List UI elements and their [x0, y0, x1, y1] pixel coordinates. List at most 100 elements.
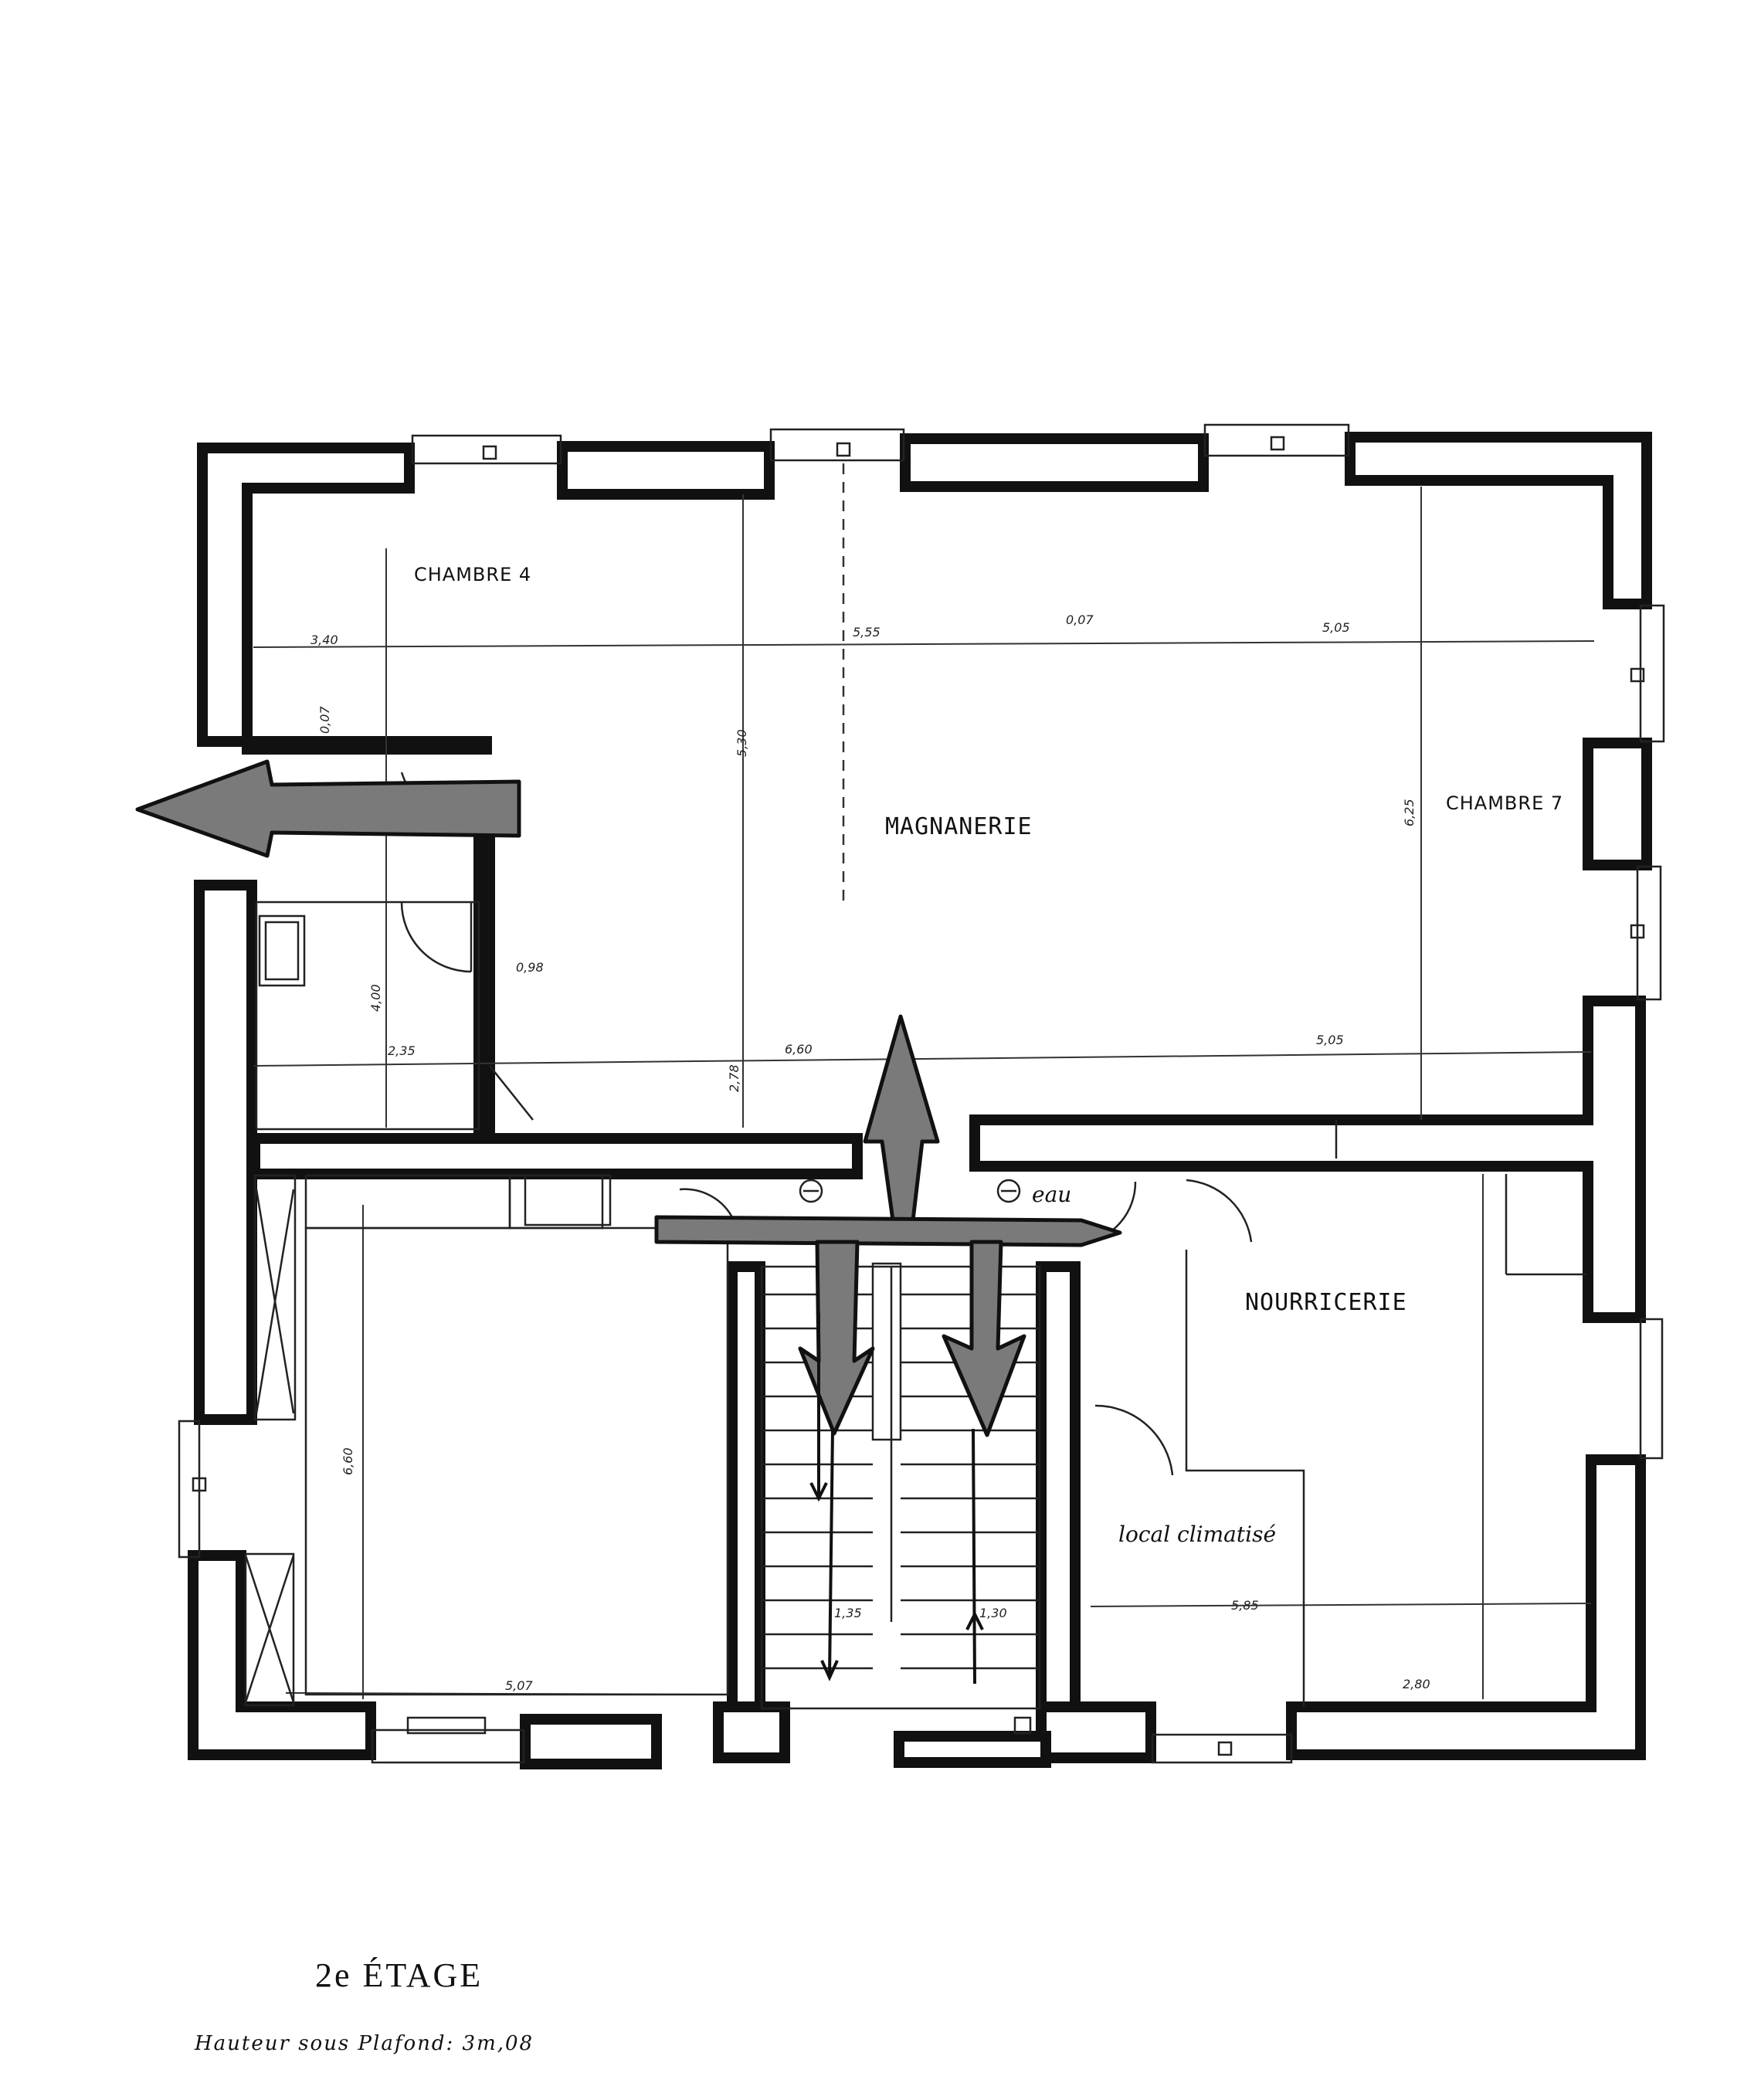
wall-stair-left	[727, 1261, 765, 1745]
wall-central-horizontal	[249, 1133, 863, 1179]
dimension-labels: 3,40 5,55 0,07 5,05 0,07 5,30 6,25 0,98 …	[310, 612, 1430, 1693]
walls	[188, 432, 1652, 1769]
room-labels: CHAMBRE 4 MAGNANERIE CHAMBRE 7 NOURRICER…	[414, 564, 1563, 1547]
partition-diagonal	[489, 1065, 534, 1121]
wall-stair-bottom-right	[1036, 1701, 1156, 1763]
window-left-1	[178, 1420, 201, 1559]
window-top-3	[1203, 423, 1350, 457]
wall-bottom-left-corner	[188, 1550, 376, 1760]
window-top-2	[769, 428, 905, 462]
stair-run-arrowhead-left	[820, 1660, 839, 1681]
dimension-label: 1,30	[979, 1606, 1007, 1620]
local-door-arc	[1094, 1404, 1174, 1476]
wall-partition-vertical	[473, 829, 495, 1136]
dimension-label: 5,55	[853, 625, 880, 639]
arrow-distribution-horizontal	[654, 1215, 1122, 1247]
window-marker	[482, 445, 497, 460]
window-marker	[1217, 1741, 1233, 1756]
stair-well	[871, 1262, 902, 1441]
exit-arrow-left	[135, 759, 521, 858]
wall-bottom-right-corner	[1286, 1454, 1646, 1760]
closet-left-upper-cross	[255, 1189, 295, 1414]
ceiling-height-note: Hauteur sous Plafond: 3m,08	[194, 2032, 534, 2055]
dimension-line-middle	[253, 1051, 1592, 1067]
lower-left-room-outline	[304, 1226, 729, 1696]
room-label-chambre-4: CHAMBRE 4	[414, 564, 531, 585]
dimension-label: 5,05	[1316, 1033, 1344, 1047]
wall-top-right-corner	[1345, 432, 1652, 609]
windows	[178, 423, 1665, 1764]
lower-left-fixture-box-2	[524, 1174, 612, 1226]
label-eau: eau	[1032, 1182, 1071, 1207]
wall-right-segment-1	[1583, 738, 1652, 870]
dimension-label: 3,40	[310, 633, 338, 647]
dimension-label: 2,80	[1403, 1677, 1430, 1691]
window-marker	[1270, 436, 1285, 451]
sink-fixture	[258, 914, 306, 987]
dimension-label: 5,30	[735, 729, 749, 757]
room-label-nourricerie: NOURRICERIE	[1245, 1289, 1407, 1316]
window-marker	[1630, 924, 1645, 939]
nourricerie-partition	[1185, 1250, 1305, 1707]
circulation-arrows	[135, 759, 1122, 1684]
water-tap-icon	[996, 1179, 1021, 1203]
lower-left-fixture-box	[508, 1174, 604, 1230]
dimension-label: 0,07	[1066, 612, 1094, 627]
wall-top-segment-2	[900, 433, 1209, 492]
arrow-down-stair-right	[942, 1240, 1026, 1437]
wall-partition-left-stub	[242, 736, 492, 755]
wall-left-upper	[194, 880, 257, 1425]
arrow-up-to-magnanerie	[863, 1014, 940, 1223]
wall-right-middle-junction	[969, 996, 1646, 1323]
lower-left-fixture-top	[304, 1174, 511, 1230]
wall-bottom-segment-1	[520, 1714, 662, 1769]
wall-top-segment-1	[557, 441, 775, 500]
dimension-label: 0,07	[317, 706, 332, 734]
window-right-2	[1636, 865, 1662, 1001]
closet-left-upper	[253, 1174, 297, 1421]
window-right-1	[1639, 604, 1665, 743]
wall-top-left-corner	[197, 443, 415, 747]
dimension-label: 6,60	[341, 1447, 355, 1475]
dimension-label: 1,35	[834, 1606, 862, 1620]
dimension-label: 4,00	[368, 984, 383, 1012]
window-marker	[836, 442, 851, 457]
dimension-label: 2,78	[727, 1064, 741, 1092]
window-marker	[192, 1477, 207, 1492]
window-bottom-1	[371, 1729, 525, 1764]
closet-left-lower-cross	[244, 1555, 295, 1703]
dimension-label: 5,05	[1322, 620, 1350, 635]
wall-bottom-segment-2	[894, 1731, 1051, 1768]
stair-run-line-left	[828, 1428, 834, 1677]
caption: 2e ÉTAGE Hauteur sous Plafond: 3m,08	[194, 1956, 534, 2055]
wall-stair-bottom-left	[713, 1701, 790, 1763]
left-small-room	[255, 901, 480, 1131]
wall-stair-right	[1036, 1261, 1081, 1720]
room-label-local-climatise: local climatisé	[1118, 1522, 1276, 1547]
room-label-chambre-7: CHAMBRE 7	[1446, 792, 1563, 814]
arrow-down-stair-left	[798, 1240, 875, 1436]
dimension-label: 5,07	[505, 1678, 533, 1693]
window-bottom-2	[1151, 1733, 1293, 1764]
stair-run-line-right	[972, 1428, 976, 1684]
door-arc-left-room	[400, 901, 472, 973]
window-top-1	[411, 434, 562, 465]
floor-level-title: 2e ÉTAGE	[315, 1956, 483, 1994]
dimension-label: 6,25	[1402, 799, 1417, 826]
dimension-label: 0,98	[516, 960, 544, 975]
stair-hall-door-arc	[679, 1188, 735, 1221]
stair-marker	[1013, 1716, 1032, 1735]
window-marker	[1630, 667, 1645, 683]
dimension-line-nourricerie	[1090, 1603, 1592, 1607]
dimension-label: 6,60	[785, 1042, 813, 1057]
water-tap-icon	[799, 1179, 823, 1203]
stair-run-arrowhead-right	[965, 1610, 984, 1630]
dimension-label: 2,35	[388, 1043, 416, 1058]
closet-left-lower	[244, 1552, 295, 1707]
dimension-line-top	[253, 640, 1595, 648]
window-right-3	[1639, 1318, 1664, 1460]
sink-basin	[264, 921, 300, 981]
stair-run-arrowhead-left-2	[809, 1482, 828, 1502]
room-label-magnanerie: MAGNANERIE	[885, 813, 1033, 840]
